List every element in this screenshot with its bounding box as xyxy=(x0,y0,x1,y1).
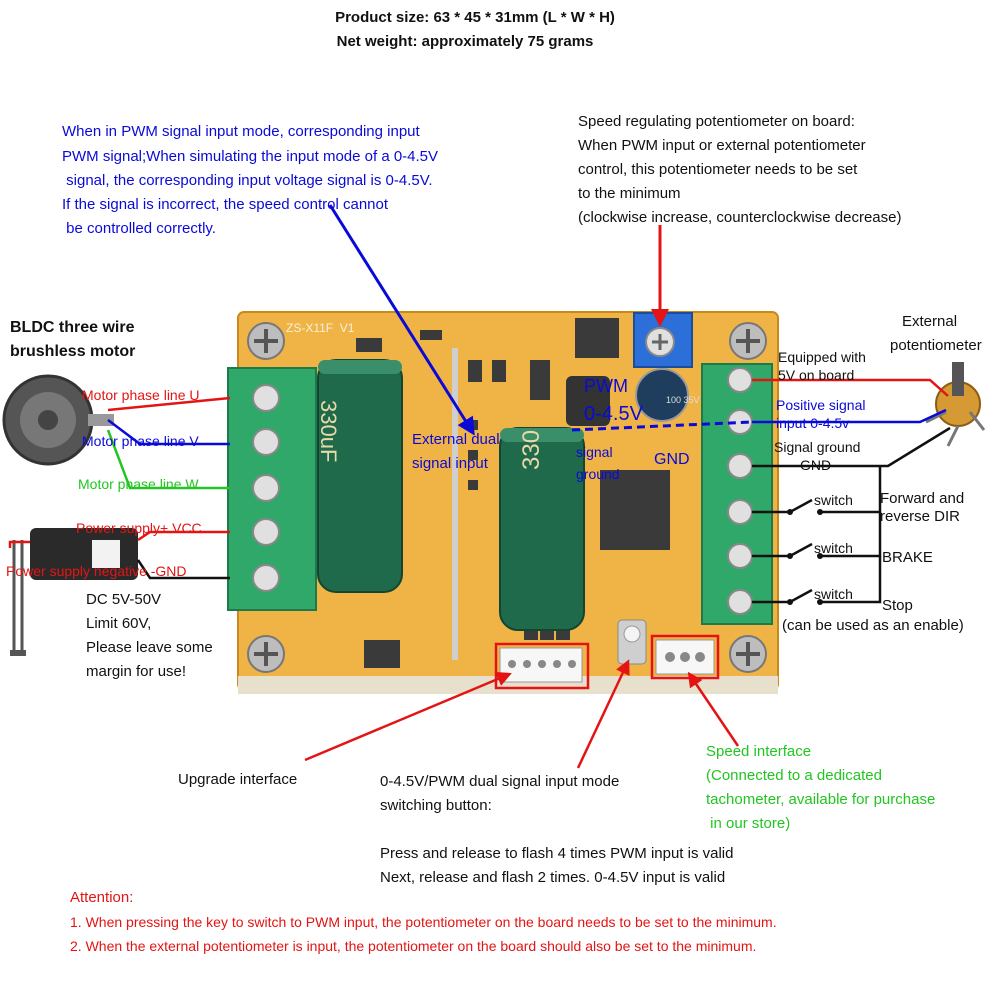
stop-label: Stop xyxy=(882,597,913,614)
power-spec-line: DC 5V-50V xyxy=(86,591,162,608)
board-model: ZS-X11F V1 xyxy=(286,321,355,335)
product-size: Product size: 63 * 45 * 31mm (L * W * H) xyxy=(335,9,615,26)
onboard-pot-note-line: When PWM input or external potentiometer xyxy=(578,137,866,154)
pwm-mode-note-line: PWM signal;When simulating the input mod… xyxy=(62,148,439,165)
external-dual-label: signal input xyxy=(412,455,488,472)
enable-label: (can be used as an enable) xyxy=(782,617,964,634)
power-supply-icon xyxy=(10,528,138,656)
capacitor-right xyxy=(499,427,585,631)
capacitor-left-label: 330uF xyxy=(316,400,341,463)
onboard-pot-note-line: (clockwise increase, counterclockwise de… xyxy=(578,209,902,226)
power-spec-line: margin for use! xyxy=(86,663,187,680)
dir-label: reverse DIR xyxy=(880,508,961,525)
attention-title: Attention: xyxy=(70,889,134,906)
upgrade-label: Upgrade interface xyxy=(178,771,298,788)
screw-icon xyxy=(247,322,285,360)
label-phase-u: Motor phase line U xyxy=(82,387,200,403)
positive-signal-label: Positive signal xyxy=(776,397,866,413)
positive-signal-label: input 0-4.5v xyxy=(776,415,850,431)
label-vcc: Power supply+ VCC xyxy=(76,520,202,536)
signal-ground-label: signal xyxy=(576,444,613,460)
motor-title: brushless motor xyxy=(10,343,136,360)
screw-icon xyxy=(729,322,767,360)
external-potentiometer-icon xyxy=(925,362,986,447)
external-pot-label: External xyxy=(902,313,958,330)
screw-icon xyxy=(729,635,767,673)
switch-label: switch xyxy=(814,492,853,508)
power-spec-line: Please leave some xyxy=(86,639,213,656)
brake-label: BRAKE xyxy=(882,549,933,566)
gnd-label: GND xyxy=(654,451,690,468)
potentiometer-icon xyxy=(633,312,693,368)
pwm-mode-note-line: be controlled correctly. xyxy=(62,220,216,237)
pwm-mode-note-line: When in PWM signal input mode, correspon… xyxy=(62,123,420,140)
label-gnd: Power supply negative -GND xyxy=(6,563,187,579)
switch-button-note: switching button: xyxy=(380,797,492,814)
signal-ground-label: ground xyxy=(576,466,620,482)
label-phase-v: Motor phase line V xyxy=(82,433,199,449)
switch-button-note: 0-4.5V/PWM dual signal input mode xyxy=(380,773,620,790)
flash-info-line: Next, release and flash 2 times. 0-4.5V … xyxy=(380,869,726,886)
external-dual-label: External dual xyxy=(412,431,500,448)
signal-ground-right-label: GND xyxy=(800,457,832,473)
onboard-pot-note-line: Speed regulating potentiometer on board: xyxy=(578,113,855,130)
dir-label: Forward and xyxy=(880,490,965,507)
capacitor-right-label: 330 xyxy=(518,429,545,470)
screw-icon xyxy=(247,635,285,673)
switch-label: switch xyxy=(814,540,853,556)
pwm-mode-note-line: If the signal is incorrect, the speed co… xyxy=(62,196,389,213)
bldc-motor-icon xyxy=(2,374,114,466)
onboard-pot-note-line: control, this potentiometer needs to be … xyxy=(578,161,858,178)
pwm-mode-note-line: signal, the corresponding input voltage … xyxy=(62,172,433,189)
onboard-pot-note-line: to the minimum xyxy=(578,185,681,202)
switch-label: switch xyxy=(814,586,853,602)
pwm-label: PWM xyxy=(584,376,628,396)
five-v-label: 5V on board xyxy=(778,367,855,383)
range-label: 0-4.5V xyxy=(584,403,643,425)
signal-ground-right-label: Signal ground xyxy=(774,439,861,455)
flash-info-line: Press and release to flash 4 times PWM i… xyxy=(380,845,734,862)
five-v-label: Equipped with xyxy=(778,349,866,365)
speed-interface-note: in our store) xyxy=(706,815,791,832)
capacitor-left xyxy=(317,359,403,593)
attention-item: 2. When the external potentiometer is in… xyxy=(70,938,757,954)
right-terminal-block xyxy=(701,363,773,625)
power-spec-line: Limit 60V, xyxy=(86,615,152,632)
small-cap-label: 100 35V xyxy=(666,395,700,405)
speed-interface-note: tachometer, available for purchase xyxy=(706,791,936,808)
external-pot-label: potentiometer xyxy=(890,337,982,354)
label-phase-w: Motor phase line W xyxy=(78,476,199,492)
speed-interface-note: (Connected to a dedicated xyxy=(706,767,882,784)
motor-title: BLDC three wire xyxy=(10,319,135,336)
attention-item: 1. When pressing the key to switch to PW… xyxy=(70,914,777,930)
speed-interface-note: Speed interface xyxy=(706,743,812,760)
net-weight: Net weight: approximately 75 grams xyxy=(336,33,594,50)
left-terminal-block xyxy=(227,367,317,611)
